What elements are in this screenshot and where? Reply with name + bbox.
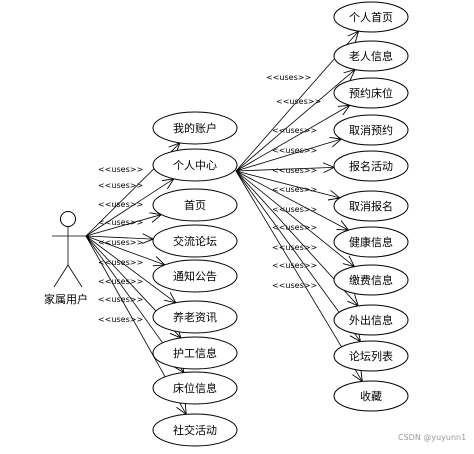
uses-stereotype-label: <<uses>> bbox=[272, 185, 317, 194]
actor-left-leg bbox=[53, 264, 69, 288]
uses-stereotype-label: <<uses>> bbox=[272, 126, 317, 135]
use-case-label: 个人首页 bbox=[349, 10, 393, 24]
uses-stereotype-label: <<uses>> bbox=[98, 165, 143, 174]
use-case-label: 取消预约 bbox=[349, 123, 393, 137]
use-case-ellipse bbox=[333, 340, 409, 372]
use-case-label: 缴费信息 bbox=[349, 273, 393, 287]
use-case-label: 通知公告 bbox=[173, 269, 217, 283]
actor-head bbox=[60, 211, 76, 227]
use-case-ellipse bbox=[152, 371, 238, 405]
use-case-ellipse bbox=[152, 224, 238, 258]
use-case-label: 外出信息 bbox=[349, 313, 393, 327]
uses-stereotype-label: <<uses>> bbox=[98, 200, 143, 209]
uses-stereotype-label: <<uses>> bbox=[272, 243, 317, 252]
use-case-label: 报名活动 bbox=[349, 159, 393, 173]
uses-stereotype-label: <<uses>> bbox=[98, 295, 143, 304]
use-case-label: 论坛列表 bbox=[349, 349, 393, 363]
association-line bbox=[235, 105, 350, 172]
use-case-ellipse bbox=[152, 413, 238, 447]
association-line bbox=[85, 236, 153, 239]
uses-stereotype-label: <<uses>> bbox=[98, 218, 143, 227]
uses-stereotype-label: <<uses>> bbox=[98, 181, 143, 190]
uses-stereotype-label: <<uses>> bbox=[272, 146, 317, 155]
association-line bbox=[235, 70, 355, 172]
use-case-label: 我的账户 bbox=[173, 121, 217, 135]
association-line bbox=[85, 215, 161, 237]
uses-stereotype-label: <<uses>> bbox=[98, 238, 143, 247]
association-line bbox=[235, 170, 354, 267]
actor-label: 家属用户 bbox=[44, 292, 88, 306]
association-line bbox=[235, 167, 334, 171]
use-case-label: 健康信息 bbox=[349, 235, 393, 249]
use-case-ellipse bbox=[333, 114, 409, 146]
association-line bbox=[85, 179, 174, 237]
uses-stereotype-label: <<uses>> bbox=[272, 166, 317, 175]
uses-stereotype-label: <<uses>> bbox=[98, 277, 143, 286]
uses-stereotype-label: <<uses>> bbox=[272, 205, 317, 214]
use-case-ellipse bbox=[333, 40, 409, 72]
uses-stereotype-label: <<uses>> bbox=[98, 258, 143, 267]
uses-stereotype-label: <<uses>> bbox=[272, 223, 317, 232]
use-case-label: 收藏 bbox=[360, 389, 382, 403]
use-case-label: 取消报名 bbox=[349, 199, 393, 213]
use-case-ellipse bbox=[333, 304, 409, 336]
actor-figure bbox=[52, 211, 86, 288]
use-case-ellipse bbox=[152, 148, 238, 182]
use-case-ellipse bbox=[152, 336, 238, 370]
use-case-ellipse bbox=[333, 77, 409, 109]
uses-stereotype-label: <<uses>> bbox=[276, 97, 321, 106]
uses-stereotype-label: <<uses>> bbox=[272, 261, 317, 270]
use-case-label: 养老资讯 bbox=[173, 310, 217, 324]
association-line bbox=[235, 170, 340, 198]
use-case-label: 交流论坛 bbox=[173, 234, 217, 248]
uses-stereotype-label: <<uses>> bbox=[266, 73, 311, 82]
use-case-ellipse bbox=[152, 300, 238, 334]
use-case-label: 个人中心 bbox=[173, 159, 217, 172]
association-line bbox=[85, 235, 165, 265]
use-case-ellipse bbox=[333, 150, 409, 182]
use-case-ellipse bbox=[333, 380, 409, 412]
uses-stereotype-label: <<uses>> bbox=[98, 315, 143, 324]
use-case-ellipse bbox=[333, 226, 409, 258]
use-case-label: 床位信息 bbox=[173, 381, 217, 395]
stereotype-labels: <<uses>> <<uses>> <<uses>> <<uses>> <<uses>>… bbox=[98, 73, 321, 324]
use-case-label: 老人信息 bbox=[349, 49, 393, 63]
use-case-ellipse bbox=[333, 264, 409, 296]
association-line bbox=[235, 170, 348, 230]
use-case-label: 社交活动 bbox=[173, 423, 217, 437]
use-case-label: 护工信息 bbox=[173, 346, 217, 360]
use-case-ellipse bbox=[152, 259, 238, 293]
association-line bbox=[235, 170, 362, 381]
use-case-ellipse bbox=[333, 1, 409, 33]
connections bbox=[85, 31, 362, 414]
association-line bbox=[85, 235, 176, 303]
use-case-ellipse bbox=[152, 188, 238, 222]
actor-right-leg bbox=[67, 264, 83, 288]
use-case-label: 首页 bbox=[184, 198, 206, 212]
watermark: CSDN @yuyunn1 bbox=[398, 433, 466, 442]
association-line bbox=[235, 139, 341, 172]
use-case-label: 预约床位 bbox=[349, 86, 393, 100]
use-case-ellipse bbox=[333, 190, 409, 222]
uses-stereotype-label: <<uses>> bbox=[272, 281, 317, 290]
use-case-ellipse bbox=[152, 111, 238, 145]
